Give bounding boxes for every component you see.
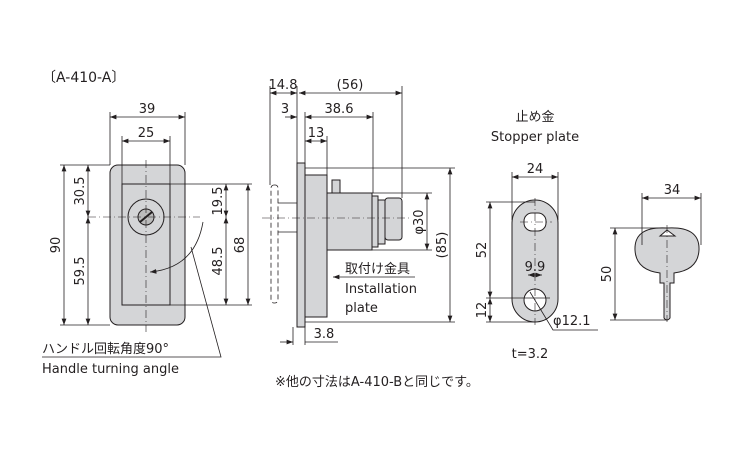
- dim-phi12-1: φ12.1: [553, 314, 591, 329]
- installation-plate-label-en-1: Installation: [345, 282, 417, 297]
- turning-angle-label-jp: ハンドル回転角度90°: [42, 341, 169, 357]
- dim-34: 34: [664, 183, 681, 198]
- nut-icon: [384, 197, 403, 241]
- stopper-label-en: Stopper plate: [491, 130, 579, 145]
- dim-90: 90: [49, 237, 64, 254]
- dim-25: 25: [138, 126, 155, 141]
- stopper-label-jp: 止め金: [515, 109, 554, 125]
- turning-angle-label-en: Handle turning angle: [42, 362, 179, 377]
- dim-68: 68: [233, 237, 248, 254]
- dim-9-9: 9.9: [525, 260, 546, 275]
- dim-phi30: φ30: [412, 209, 427, 234]
- dim-52: 52: [475, 242, 490, 259]
- installation-plate-label-jp: 取付け金具: [345, 261, 410, 277]
- side-view: 14.8 (56) 3 38.6 13 φ30 (85) 3.8 取付け金具 I…: [262, 78, 455, 345]
- dim-38-6: 38.6: [325, 102, 354, 117]
- dim-13: 13: [308, 126, 325, 141]
- stopper-plate: 止め金 Stopper plate 24 52 12 9.9 φ12.1 t=3…: [475, 109, 598, 362]
- installation-plate-label-en-2: plate: [345, 301, 378, 316]
- body: [304, 174, 328, 318]
- dim-12: 12: [475, 302, 490, 319]
- dim-14-8: 14.8: [269, 78, 298, 93]
- dim-39: 39: [139, 102, 156, 117]
- front-view: 39 25 90 30.5 59.5 19.5 48.5 68 ハンドル回転角度…: [42, 102, 252, 377]
- dim-50: 50: [600, 266, 615, 283]
- flange: [296, 162, 306, 328]
- dim-85: (85): [435, 232, 450, 259]
- key: 34 50: [600, 183, 702, 322]
- dim-3: 3: [281, 102, 289, 117]
- dim-59-5: 59.5: [73, 257, 88, 286]
- dim-56: (56): [337, 78, 364, 93]
- dim-48-5: 48.5: [211, 247, 226, 276]
- thickness-label: t=3.2: [512, 347, 549, 362]
- dim-30-5: 30.5: [73, 177, 88, 206]
- dim-19-5: 19.5: [211, 187, 226, 216]
- dim-3-8: 3.8: [314, 327, 335, 342]
- dim-24: 24: [527, 162, 544, 177]
- model-title: 〔A-410-A〕: [42, 70, 125, 86]
- footnote: ※他の寸法はA-410-Bと同じです。: [275, 375, 479, 390]
- cylinder: [326, 192, 373, 251]
